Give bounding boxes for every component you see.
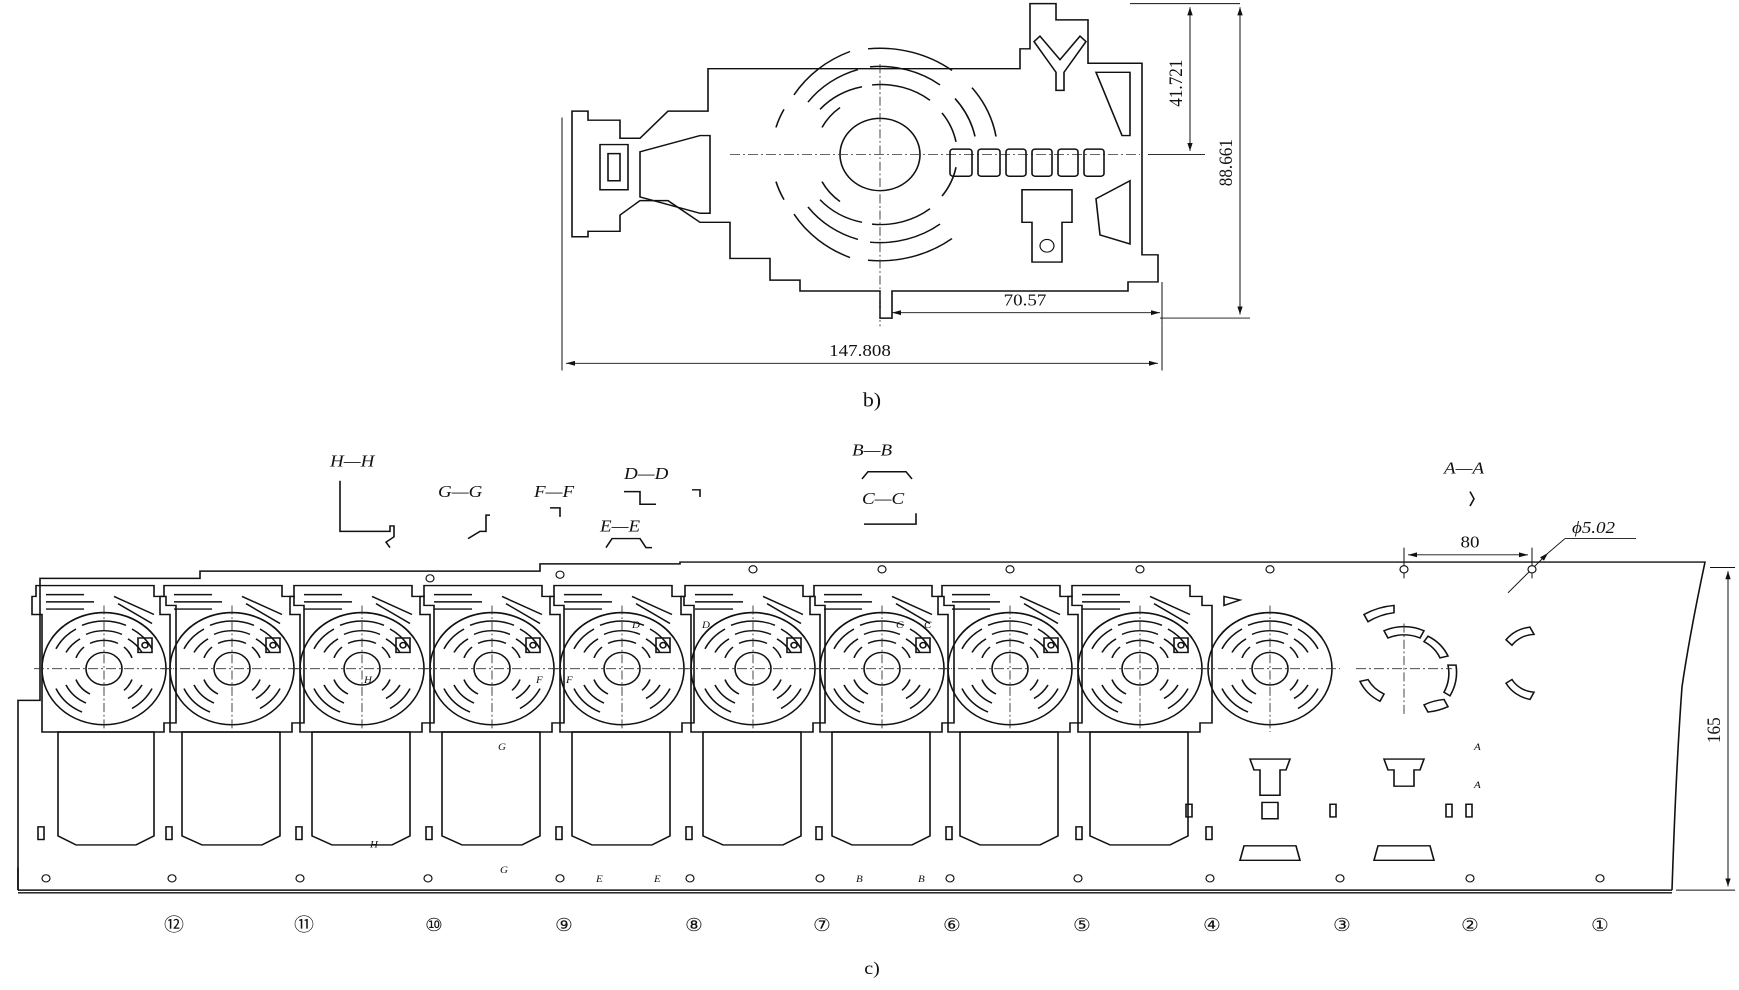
marker-g-upper: G (498, 742, 506, 752)
section-label-dd: D—D (623, 464, 668, 483)
station-5-blanking (938, 586, 1082, 732)
pilot-holes-top (425, 565, 1537, 583)
marker-b-right: B (918, 874, 925, 884)
station-number-8: ⑧ (685, 916, 703, 936)
station-2-piercing (1356, 604, 1473, 862)
station-10-blanking (290, 586, 434, 732)
station-8-blanking (550, 586, 694, 732)
station-4-blanking (1068, 586, 1212, 732)
section-label-hh: H—H (329, 451, 375, 470)
dim-pitch: 80 (1461, 532, 1480, 551)
station-11-blanking (160, 586, 304, 732)
station-number-3: ③ (1333, 916, 1351, 936)
marker-c-right: C (924, 620, 932, 630)
station-9-blanking (420, 586, 564, 732)
station-number-1: ① (1591, 916, 1609, 936)
station-number-4: ④ (1203, 916, 1221, 936)
carrier-slots (37, 826, 1213, 841)
pilot-holes-bottom (41, 874, 1605, 883)
section-markers: A A B B C C D D E E F F G G H H (363, 620, 1481, 884)
station-3-piercing (1185, 595, 1341, 862)
section-label-aa: A—A (1443, 458, 1485, 477)
station-number-7: ⑦ (813, 916, 831, 936)
marker-g-lower: G (500, 865, 508, 875)
station-number-9: ⑨ (555, 916, 573, 936)
marker-e-left: E (595, 874, 603, 884)
dim-height-total: 88.661 (1215, 139, 1236, 186)
dim-strip-width: 165 (1703, 717, 1724, 743)
section-label-ff: F—F (533, 482, 575, 501)
carrier-webs (57, 731, 1189, 846)
station-numbers: ⑫ ⑪ ⑩ ⑨ ⑧ ⑦ ⑥ ⑤ ④ ③ ② ① (164, 915, 1609, 936)
figure-c-strip-layout: 165 80 ϕ5.02 (17, 440, 1735, 979)
section-label-gg: G—G (438, 482, 482, 501)
section-views: H—H G—G F—F D—D E—E B—B C—C A—A (329, 440, 1485, 549)
station-7-blanking (681, 586, 825, 732)
dim-width-total: 147.808 (829, 341, 891, 360)
station-6-blanking (810, 586, 954, 732)
station-number-2: ② (1461, 916, 1479, 936)
marker-a-upper: A (1473, 742, 1481, 752)
dim-width-partial: 70.57 (1004, 290, 1047, 309)
marker-a-lower: A (1473, 780, 1481, 790)
marker-h-upper: H (363, 676, 373, 686)
marker-h-lower: H (369, 840, 379, 850)
marker-f-right: F (565, 676, 573, 686)
station-number-12: ⑫ (164, 915, 184, 936)
station-number-5: ⑤ (1073, 916, 1091, 936)
dim-height-upper: 41.721 (1165, 60, 1186, 107)
marker-c-left: C (896, 620, 904, 630)
section-label-cc: C—C (862, 489, 905, 508)
marker-d-left: D (631, 620, 640, 630)
dim-pilot-hole: ϕ5.02 (1572, 518, 1615, 537)
figure-b-label: b) (863, 389, 881, 412)
station-1-piercing (1504, 626, 1536, 701)
station-number-6: ⑥ (943, 916, 961, 936)
marker-d-right: D (701, 620, 710, 630)
figure-c-label: c) (864, 959, 880, 979)
section-label-ee: E—E (599, 516, 640, 535)
section-label-bb: B—B (852, 440, 892, 459)
station-number-10: ⑩ (425, 916, 443, 936)
marker-b-left: B (856, 874, 863, 884)
figure-b-lamination: 41.721 88.661 70.57 147.808 b) (561, 2, 1250, 412)
station-12-blanking (32, 586, 176, 732)
marker-f-left: F (535, 676, 543, 686)
marker-e-right: E (653, 874, 661, 884)
station-number-11: ⑪ (294, 915, 314, 936)
